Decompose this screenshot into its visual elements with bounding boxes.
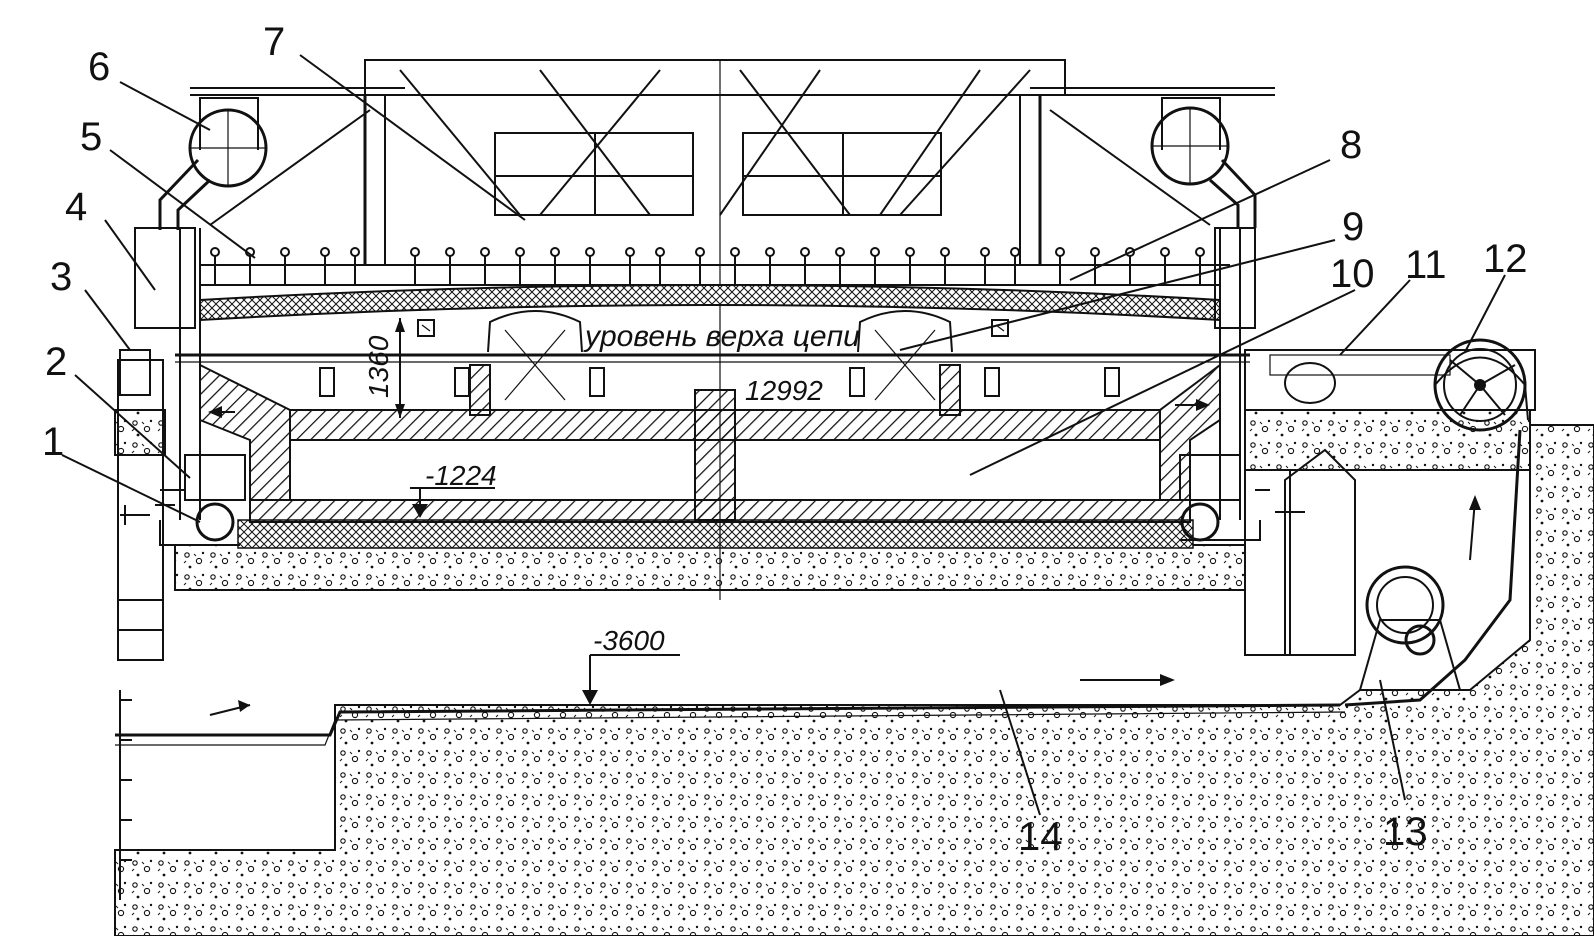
level-minus-3600: -3600 (593, 625, 665, 656)
chain-top-level-caption: уровень верха цепи (583, 320, 860, 353)
level-minus-1224: -1224 (425, 460, 497, 491)
callout-8: 8 (1340, 123, 1362, 167)
callout-11: 11 (1405, 243, 1447, 287)
callout-14: 14 (1018, 815, 1063, 859)
side-drives (120, 454, 1305, 546)
callout-5: 5 (80, 115, 102, 159)
callout-9: 9 (1342, 205, 1364, 249)
callout-13: 13 (1383, 810, 1428, 854)
leader-lines (61, 54, 1506, 816)
left-column (117, 349, 164, 661)
callout-1: 1 (42, 420, 64, 464)
callout-10: 10 (1330, 252, 1375, 296)
cooler-body (175, 353, 1250, 523)
callout-7: 7 (263, 20, 285, 64)
callout-4: 4 (65, 185, 87, 229)
callout-numbers: 1 2 3 4 5 6 7 8 9 10 11 12 13 14 (42, 20, 1528, 859)
tension-wheel (1358, 565, 1462, 691)
hanger-rods (210, 247, 1205, 285)
fans (158, 97, 1257, 230)
nozzles (417, 310, 1009, 401)
callout-3: 3 (50, 255, 72, 299)
return-channel (115, 429, 1522, 900)
foundation (114, 409, 1594, 936)
drive-wheel (1433, 338, 1529, 432)
callout-2: 2 (45, 340, 67, 384)
hood-vault (199, 284, 1221, 322)
callout-12: 12 (1483, 237, 1528, 281)
right-housing (1244, 349, 1536, 656)
dimension-12992: 12992 (745, 375, 823, 406)
dimension-1360: 1360 (363, 335, 394, 398)
dimension-lines (395, 318, 680, 705)
truss (190, 59, 1275, 600)
callout-6: 6 (88, 45, 110, 89)
